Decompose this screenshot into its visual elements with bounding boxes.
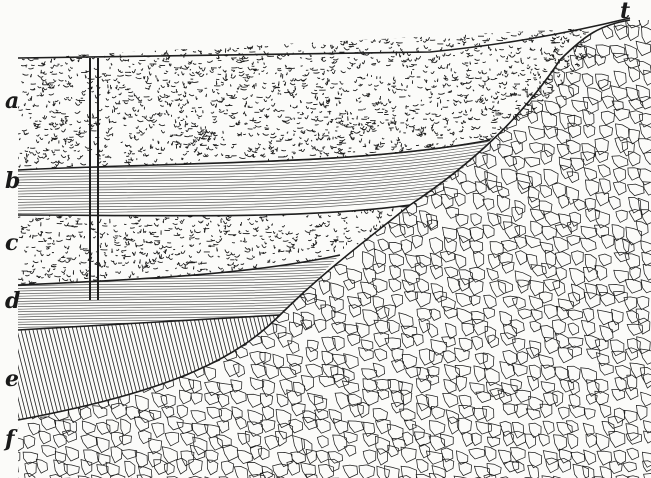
stratum-a-sand: [13, 28, 622, 178]
label-t: t: [620, 0, 630, 22]
boundary-a-b: [18, 140, 490, 170]
label-b: b: [5, 170, 20, 192]
label-f: f: [5, 428, 14, 450]
label-a: a: [5, 90, 19, 112]
label-c: c: [5, 232, 18, 254]
label-d: d: [5, 290, 20, 312]
label-e: e: [5, 368, 19, 390]
